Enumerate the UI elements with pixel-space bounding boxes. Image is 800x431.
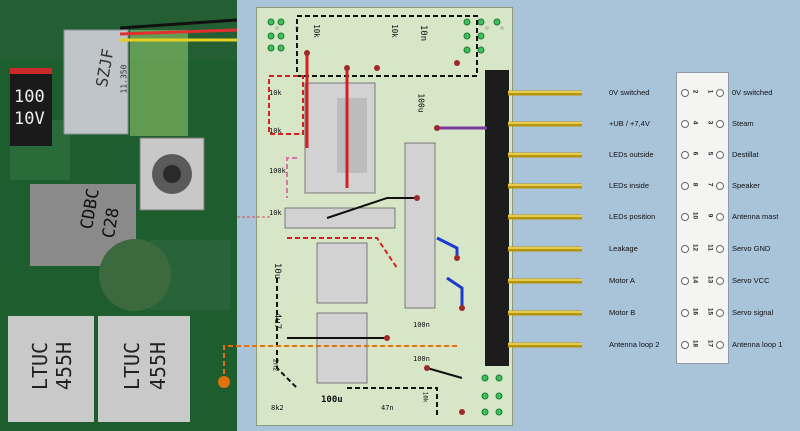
pin-number-6: 6 [691,151,699,156]
pcb-photo: 100 10V SZJF 11.350 CDBC C28 LTUC 455H L… [0,0,237,431]
pin-label-left-4: LEDs inside [609,181,650,190]
pin-number-11: 11 [706,244,714,251]
part-cap-4u7: 4u7 [272,312,283,330]
pin-label-left-8: Motor B [609,308,636,317]
part-r-8k2: 8k2 [271,404,284,412]
photo-inductor-code: C28 [98,206,124,240]
pin-number-17: 17 [706,339,714,348]
pin-header-diagram: 2 4 6 8 10 12 14 16 18 1 3 5 7 9 11 13 1… [676,72,729,364]
pin-label-left-7: Motor A [609,276,635,285]
pcb-photo-graphic [0,0,237,431]
part-cap-100u-top: 100u [416,93,426,113]
pin-number-5: 5 [706,151,714,156]
part-r-10k-a: 10k [269,89,282,97]
pin-label-right-1: 0V switched [732,88,773,97]
part-r-10k-bottom: 10k [421,391,429,403]
pin-label-left-2: +UB / +7,4V [609,119,650,128]
pin-label-left-3: LEDs outside [609,150,654,159]
part-r-10k-c: 10k [269,209,282,217]
pin-label-left-5: LEDs position [609,212,656,221]
pin-number-13: 13 [706,275,714,284]
pin-label-left-6: Leakage [609,244,638,253]
pin-number-2: 2 [691,89,699,94]
part-r-100k: 100k [269,167,286,175]
part-cap-100n-a: 100n [413,321,430,329]
part-r-10k-b: 10k [269,127,282,135]
pin-number-12: 12 [691,243,699,252]
photo-filter-2-code: 455H [146,341,171,391]
pin-number-15: 15 [706,307,714,316]
pin-number-7: 7 [706,182,714,187]
pin-number-8: 8 [691,182,699,187]
pin-header-circles [681,89,724,349]
part-cap-100u-bottom: 100u [321,395,343,405]
pin-label-right-3: Destillat [732,150,759,159]
part-r-10k-top-right: 10k [389,24,399,38]
pin-label-right-7: Servo VCC [732,276,770,285]
photo-cap-value: 100 [14,87,45,107]
pin-number-3: 3 [706,120,714,125]
pin-label-left-1: 0V switched [609,88,650,97]
photo-filter-1-code: 455H [52,341,77,391]
photo-crystal-freq: 11.350 [119,64,129,94]
photo-cap-voltage: 10V [14,109,45,129]
photo-filter-2-label: LTUC [120,341,145,391]
pin-number-16: 16 [691,307,699,316]
part-cap-100n-b: 100n [413,355,430,363]
pin-number-9: 9 [706,213,714,218]
pin-number-4: 4 [691,120,699,125]
pin-number-14: 14 [691,275,699,284]
stripboard-graphic [267,15,509,418]
pin-label-right-5: Antenna mast [732,212,779,221]
pin-number-10: 10 [691,211,699,220]
pin-label-right-4: Speaker [732,181,760,190]
pin-label-right-2: Steam [732,119,754,128]
part-cap-47n: 47n [381,404,394,412]
pin-number-18: 18 [691,339,699,348]
pin-label-right-8: Servo signal [732,308,774,317]
stripboard-layout: 10k 10k 10n 10k 10k 100k 10k 100u 10u 4u… [256,7,513,426]
pin-label-right-6: Servo GND [732,244,771,253]
pin-label-right-9: Antenna loop 1 [732,340,783,349]
part-cap-10n-top: 10n [418,24,429,42]
pin-number-1: 1 [706,89,714,94]
part-cap-2n2: 2n2 [271,358,280,372]
photo-filter-1-label: LTUC [28,341,53,391]
pin-label-left-9: Antenna loop 2 [609,340,660,349]
part-cap-10u: 10u [272,262,283,280]
part-r-10k-top-left: 10k [311,24,321,38]
